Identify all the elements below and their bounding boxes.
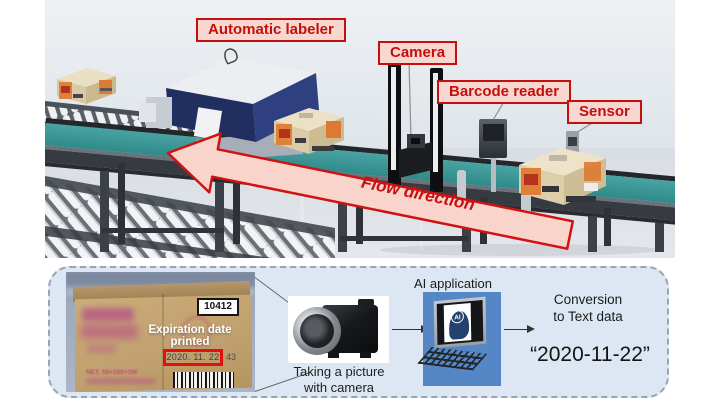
blurred-print [86, 378, 156, 384]
blurred-print [82, 308, 134, 321]
laptop-screen-inner: AI [436, 299, 484, 346]
carton-box [519, 148, 606, 205]
label-sensor: Sensor [567, 100, 642, 124]
box-photo: 10412 Expiration date printed 2020. 11. … [66, 272, 255, 392]
arrow-camera-to-ai [392, 329, 422, 330]
net-weight-print: NET. 55×100×3W [86, 369, 138, 376]
camera-lens-inner [300, 314, 334, 348]
carton-box [274, 108, 344, 154]
label-automatic-labeler: Automatic labeler [196, 18, 346, 42]
camera-caption-line2: with camera [303, 380, 375, 395]
industrial-camera-image [288, 296, 389, 363]
camera-caption-line1: Taking a picture [293, 364, 385, 379]
camera-foot [328, 352, 339, 358]
conveyor-scene-art [45, 0, 675, 258]
blurred-print [80, 324, 138, 339]
label-barcode-reader: Barcode reader [437, 80, 572, 104]
result-text: “2020-11-22” [530, 343, 650, 366]
ai-head-panel: AI [443, 302, 472, 343]
laptop-screen: AI [433, 296, 487, 349]
conversion-caption-line2: to Text data [553, 309, 623, 324]
printed-date-highlight: 2020. 11. 22 [163, 349, 223, 366]
label-camera: Camera [378, 41, 458, 65]
ai-application-label: AI application [413, 276, 493, 291]
conversion-caption-line1: Conversion [553, 292, 623, 307]
conversion-caption: Conversion to Text data [536, 291, 640, 325]
carton-crease [162, 294, 164, 390]
laptop-keyboard [410, 341, 498, 375]
stamp-mark [182, 316, 211, 345]
printed-date-suffix: 43 [226, 352, 237, 362]
carton-box [57, 68, 116, 104]
arrow-ai-to-result [504, 329, 528, 330]
flow-direction-arrow [166, 132, 575, 250]
camera-connector [358, 299, 374, 308]
box-code-badge: 10412 [197, 298, 239, 316]
expiration-annotation-line2: printed [170, 336, 210, 348]
barcode-graphic [173, 372, 234, 388]
expiration-annotation: Expiration date printed [124, 324, 255, 348]
camera-foot [360, 352, 371, 358]
blurred-print [86, 345, 116, 353]
camera-caption: Taking a picture with camera [276, 364, 402, 396]
conveyor-scene: Flow direction [45, 0, 675, 258]
expiration-annotation-line1: Expiration date [148, 324, 232, 336]
ai-application-box: AI [410, 292, 501, 386]
arrowhead-ai-to-result [527, 325, 535, 333]
